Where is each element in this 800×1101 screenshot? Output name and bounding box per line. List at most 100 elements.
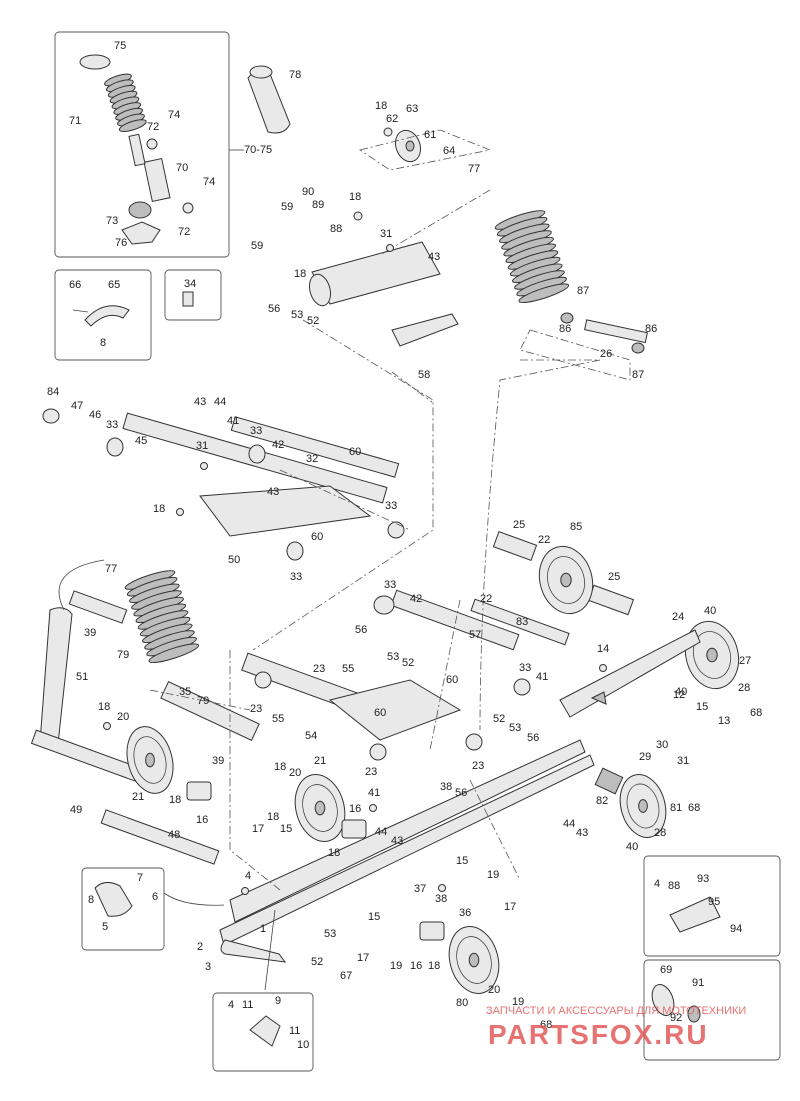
callout-l61: 61 [424, 129, 436, 141]
front-shock-link-51 [39, 607, 73, 748]
callout-l8a: 8 [100, 337, 106, 349]
callout-l42b: 42 [410, 593, 422, 605]
callout-l9: 9 [275, 995, 281, 1007]
watermark-tagline: ЗАПЧАСТИ И АКСЕССУАРЫ ДЛЯ МОТОТЕХНИКИ [486, 1005, 746, 1017]
callout-l11a: 11 [242, 999, 253, 1011]
callout-l58: 58 [418, 369, 430, 381]
callout-l37: 37 [414, 883, 426, 895]
callout-l18f: 18 [274, 761, 286, 773]
callout-l75: 75 [114, 40, 126, 52]
callout-l51: 51 [76, 671, 88, 683]
callout-l53b: 53 [387, 651, 399, 663]
callout-l52c: 52 [493, 713, 505, 725]
callout-l35: 35 [179, 686, 191, 698]
callout-l15b: 15 [280, 823, 292, 835]
callout-l18b: 18 [349, 191, 361, 203]
callout-l67: 67 [340, 970, 352, 982]
idler-wheel-85 [538, 545, 594, 615]
callout-l59b: 59 [251, 240, 263, 252]
callout-l77b: 77 [105, 563, 117, 575]
callout-l28b: 28 [654, 827, 666, 839]
callout-l74a: 74 [168, 109, 180, 121]
callout-l41c: 41 [368, 787, 380, 799]
callout-l17a: 17 [252, 823, 264, 835]
callout-l44b: 44 [563, 818, 575, 830]
callout-l80: 80 [456, 997, 468, 1009]
guide-lines [58, 129, 631, 991]
callout-l16c: 16 [410, 960, 422, 972]
callout-l55a: 55 [342, 663, 354, 675]
callout-l25b: 25 [608, 571, 620, 583]
callout-l79a: 79 [197, 695, 209, 707]
front-arm-assembly [42, 408, 405, 561]
callout-l41a: 41 [227, 415, 239, 427]
callout-l38b: 38 [435, 893, 447, 905]
callout-l50: 50 [228, 554, 240, 566]
callout-l43e: 43 [391, 835, 403, 847]
callout-l39b: 39 [212, 755, 224, 767]
callout-l43b: 43 [194, 396, 206, 408]
callout-l93: 93 [697, 873, 709, 885]
inset-box-shock-assembly [54, 31, 230, 258]
callout-l88: 88 [330, 223, 342, 235]
inset-box-bottom-bracket [212, 992, 314, 1072]
callout-l53c: 53 [509, 722, 521, 734]
front-shock-absorber [124, 570, 200, 664]
callout-l21b: 21 [132, 791, 144, 803]
callout-l4b: 4 [654, 878, 660, 890]
callout-l38a: 38 [440, 781, 452, 793]
callout-l68c: 68 [540, 1019, 552, 1031]
callout-l55b: 55 [272, 713, 284, 725]
idler-wheel-40a [684, 620, 740, 690]
callout-l71: 71 [69, 115, 81, 127]
callout-l18i: 18 [328, 847, 340, 859]
callout-l73: 73 [106, 215, 118, 227]
callout-l45: 45 [135, 435, 147, 447]
callout-l36: 36 [459, 907, 471, 919]
callout-l74b: 74 [203, 176, 215, 188]
callout-l91: 91 [692, 977, 704, 989]
callout-l5: 5 [102, 921, 108, 933]
inset-box-bracket-right [643, 855, 781, 957]
callout-l8b: 8 [88, 894, 94, 906]
inset-box-disc [643, 959, 781, 1061]
callout-l70-75: 70-75 [244, 144, 272, 156]
idler-wheel-21b [294, 774, 346, 842]
callout-l33e: 33 [384, 579, 396, 591]
callout-l90: 90 [302, 186, 314, 198]
callout-l31b: 31 [196, 440, 208, 452]
watermark-logo: PARTSFOX.RU [488, 1019, 709, 1050]
callout-l33f: 33 [519, 662, 531, 674]
callout-l17b: 17 [504, 901, 516, 913]
callout-l20c: 20 [488, 984, 500, 996]
callout-l43c: 43 [267, 486, 279, 498]
callout-l68a: 68 [750, 707, 762, 719]
callout-l40b: 40 [675, 686, 687, 698]
callout-l53a: 53 [291, 309, 303, 321]
callout-l86a: 86 [559, 323, 571, 335]
callout-l19b: 19 [390, 960, 402, 972]
callout-l77a: 77 [468, 163, 480, 175]
callout-l24: 24 [672, 611, 684, 623]
callout-l53d: 53 [324, 928, 336, 940]
callout-l18g: 18 [169, 794, 181, 806]
callout-l7: 7 [137, 872, 143, 884]
callout-l23b: 23 [250, 703, 262, 715]
callout-l72b: 72 [178, 226, 190, 238]
callout-l85: 85 [570, 521, 582, 533]
callout-l4a: 4 [245, 870, 251, 882]
callout-l4c: 4 [228, 999, 234, 1011]
idler-wheel-top [394, 129, 422, 163]
callout-l57: 57 [469, 629, 481, 641]
side-plate-14 [559, 629, 701, 718]
lower-shaft-26 [560, 312, 648, 354]
callout-l72a: 72 [147, 121, 159, 133]
rear-arm-assembly [241, 589, 531, 761]
callout-l95: 95 [708, 896, 720, 908]
hardware-washers [103, 127, 607, 895]
callout-l64: 64 [443, 145, 455, 157]
callout-l34: 34 [184, 278, 196, 290]
callout-l40c: 40 [626, 841, 638, 853]
